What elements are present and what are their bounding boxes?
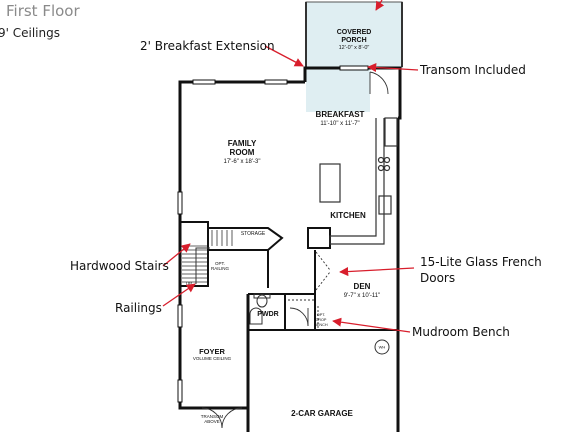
porch-name-line2: PORCH <box>341 37 366 44</box>
breakfast-size: 11'-10" x 11'-7" <box>320 121 359 127</box>
transom-above-line1: TRANSOM <box>201 414 224 419</box>
kitchen-counters <box>319 117 398 245</box>
family-room-name-line2: ROOM <box>230 148 255 157</box>
callout-mudroom-bench: Mudroom Bench <box>412 325 510 339</box>
foyer-note: VOLUME CEILING <box>193 356 232 361</box>
den-size: 9'-7" x 10'-11" <box>344 293 380 299</box>
windows <box>177 65 369 403</box>
breakfast-name: BREAKFAST <box>316 110 365 119</box>
porch-size: 12'-0" x 8'-0" <box>339 45 370 51</box>
opt-bench-line3: BENCH <box>314 323 328 327</box>
hardwood-stairs <box>182 230 233 284</box>
covered-porch-area <box>305 1 403 68</box>
ceiling-note: 9' Ceilings <box>0 26 60 40</box>
stairs-up-label: UP <box>186 281 192 286</box>
wh-label: WH <box>379 345 386 350</box>
family-room-size: 17'-6" x 18'-3" <box>224 159 261 165</box>
opt-bench-line1: OPT. <box>317 313 325 317</box>
transom-above-line2: ABOVE <box>204 419 220 424</box>
floor-title: First Floor <box>6 2 80 20</box>
doors <box>201 71 389 429</box>
foyer-name: FOYER <box>199 347 225 356</box>
callout-railings: Railings <box>115 301 162 315</box>
callout-french-doors-line2: Doors <box>420 271 455 285</box>
powder-room-fixtures <box>249 293 271 325</box>
garage-name: 2-CAR GARAGE <box>291 409 353 418</box>
callout-breakfast-extension: 2' Breakfast Extension <box>140 39 275 53</box>
callout-french-doors-line1: 15-Lite Glass French <box>420 255 542 269</box>
exterior-walls <box>178 66 402 432</box>
callout-hardwood-stairs: Hardwood Stairs <box>70 259 169 273</box>
interior-walls <box>180 221 398 331</box>
family-room-name-line1: FAMILY <box>228 139 257 148</box>
storage-label: STORAGE <box>241 231 266 237</box>
pwdr-name: PWDR <box>257 311 278 318</box>
callout-transom-included: Transom Included <box>419 63 526 77</box>
breakfast-extension-area <box>306 66 370 112</box>
callout-arrows <box>162 0 419 333</box>
opt-railing-line2: RAILING <box>211 266 230 271</box>
den-name: DEN <box>354 282 371 291</box>
opt-railing-line1: OPT. <box>215 261 225 266</box>
opt-bench-line2: DROP <box>316 318 327 322</box>
porch-name-line1: COVERED <box>337 29 372 36</box>
kitchen-name: KITCHEN <box>330 211 366 220</box>
water-heater <box>374 339 390 355</box>
